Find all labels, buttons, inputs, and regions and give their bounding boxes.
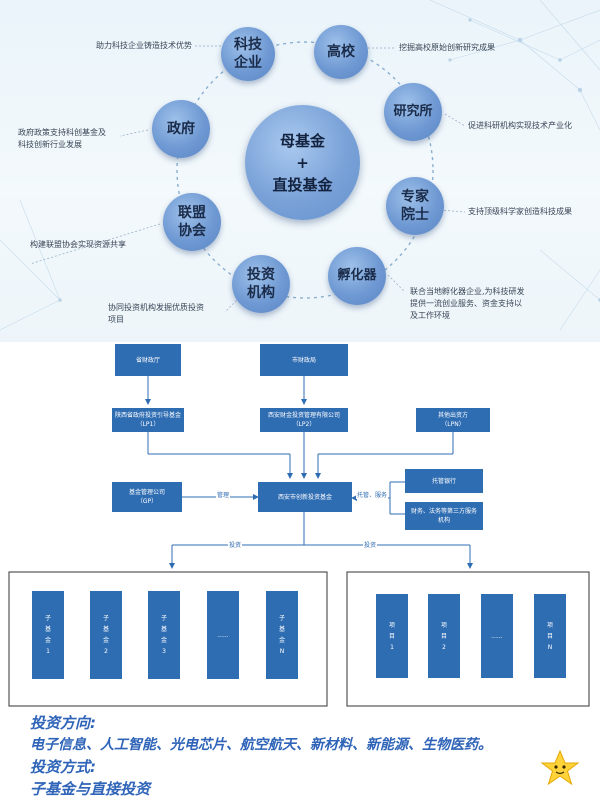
- fund-structure-flowchart: 省财政厅 市财政局 陕西省政府投资引导基金 （LP1） 西安财金投资管理有限公司…: [0, 342, 600, 712]
- box-lp2: 西安财金投资管理有限公司 （LP2）: [260, 408, 348, 432]
- caption-tech-enterprise: 助力科技企业铸造技术优势: [96, 41, 192, 50]
- caption-investment-institution: 协同投资机构发掘优质投资 项目: [108, 303, 204, 324]
- label-invest-right: 投资: [363, 540, 378, 549]
- box-third-party: 财务、法务等第三方服务 机构: [405, 502, 483, 530]
- box-municipal-finance: 市财政局: [260, 344, 348, 376]
- caption-alliance: 构建联盟协会实现资源共享: [30, 240, 126, 249]
- mode-text: 子基金与直接投资: [30, 780, 151, 798]
- node-label: 联盟 协会: [178, 205, 206, 239]
- project-ellipsis: ......: [481, 594, 513, 678]
- star-sticker-icon: [540, 749, 580, 786]
- box-custody-bank: 托管银行: [405, 469, 483, 493]
- box-provincial-finance: 省财政厅: [115, 344, 181, 376]
- node-government: 政府: [152, 100, 210, 158]
- center-hub: 母基金 + 直投基金: [245, 105, 360, 220]
- node-investment-institution: 投资 机构: [232, 255, 290, 313]
- center-hub-label: 母基金 + 直投基金: [272, 131, 333, 194]
- direction-title: 投资方向:: [30, 714, 96, 732]
- node-university: 高校: [314, 25, 368, 79]
- caption-incubator: 联合当地孵化器企业,为科技研发 提供一流创业服务、资金支持以 及工作环境: [410, 287, 525, 320]
- hub-diagram: 母基金 + 直投基金 科技 企业 高校 研究所 专家 院士 孵化器 投资 机构 …: [0, 0, 600, 342]
- caption-research-institute: 促进科研机构实现技术产业化: [468, 121, 572, 130]
- network-background: [0, 0, 600, 331]
- node-label: 专家 院士: [401, 189, 429, 223]
- orbit-ring: [176, 41, 434, 299]
- label-invest-left: 投资: [228, 540, 243, 549]
- project-1: 项 目 1: [376, 594, 408, 678]
- box-gp: 基金管理公司 （GP）: [112, 482, 182, 512]
- node-label: 科技 企业: [234, 37, 262, 71]
- flow-connectors: [8, 376, 590, 707]
- subfund-2: 子 基 金 2: [90, 591, 122, 679]
- mode-title: 投资方式:: [30, 758, 96, 776]
- subfund-3: 子 基 金 3: [148, 591, 180, 679]
- subfund-n: 子 基 金 N: [266, 591, 298, 679]
- node-research-institute: 研究所: [384, 83, 442, 141]
- project-n: 项 目 N: [534, 594, 566, 678]
- node-incubator: 孵化器: [328, 247, 386, 305]
- node-label: 投资 机构: [247, 267, 275, 301]
- summary-section: 投资方向: 电子信息、人工智能、光电芯片、航空航天、新材料、新能源、生物医药。 …: [0, 712, 600, 800]
- caption-government: 政府政策支持科创基金及 科技创新行业发展: [18, 128, 106, 149]
- node-label: 研究所: [393, 104, 433, 119]
- subfund-1: 子 基 金 1: [32, 591, 64, 679]
- node-label: 高校: [327, 44, 355, 60]
- caption-university: 挖掘高校原始创新研究成果: [399, 43, 495, 52]
- node-label: 孵化器: [337, 268, 377, 283]
- project-2: 项 目 2: [428, 594, 460, 678]
- box-innovation-fund: 西安市创新投资基金: [258, 482, 352, 512]
- node-alliance: 联盟 协会: [163, 193, 221, 251]
- node-experts: 专家 院士: [386, 177, 444, 235]
- box-lp1: 陕西省政府投资引导基金 （LP1）: [112, 408, 184, 432]
- label-manage: 管理: [216, 490, 231, 499]
- caption-experts: 支持顶级科学家创造科技成果: [468, 207, 572, 216]
- subfund-ellipsis: ......: [207, 591, 239, 679]
- label-custody-service: 托管、服务: [356, 490, 389, 499]
- node-label: 政府: [167, 121, 195, 137]
- node-tech-enterprise: 科技 企业: [221, 27, 275, 81]
- direction-text: 电子信息、人工智能、光电芯片、航空航天、新材料、新能源、生物医药。: [30, 737, 492, 753]
- box-lpn: 其他出资方 （LPN）: [416, 408, 490, 432]
